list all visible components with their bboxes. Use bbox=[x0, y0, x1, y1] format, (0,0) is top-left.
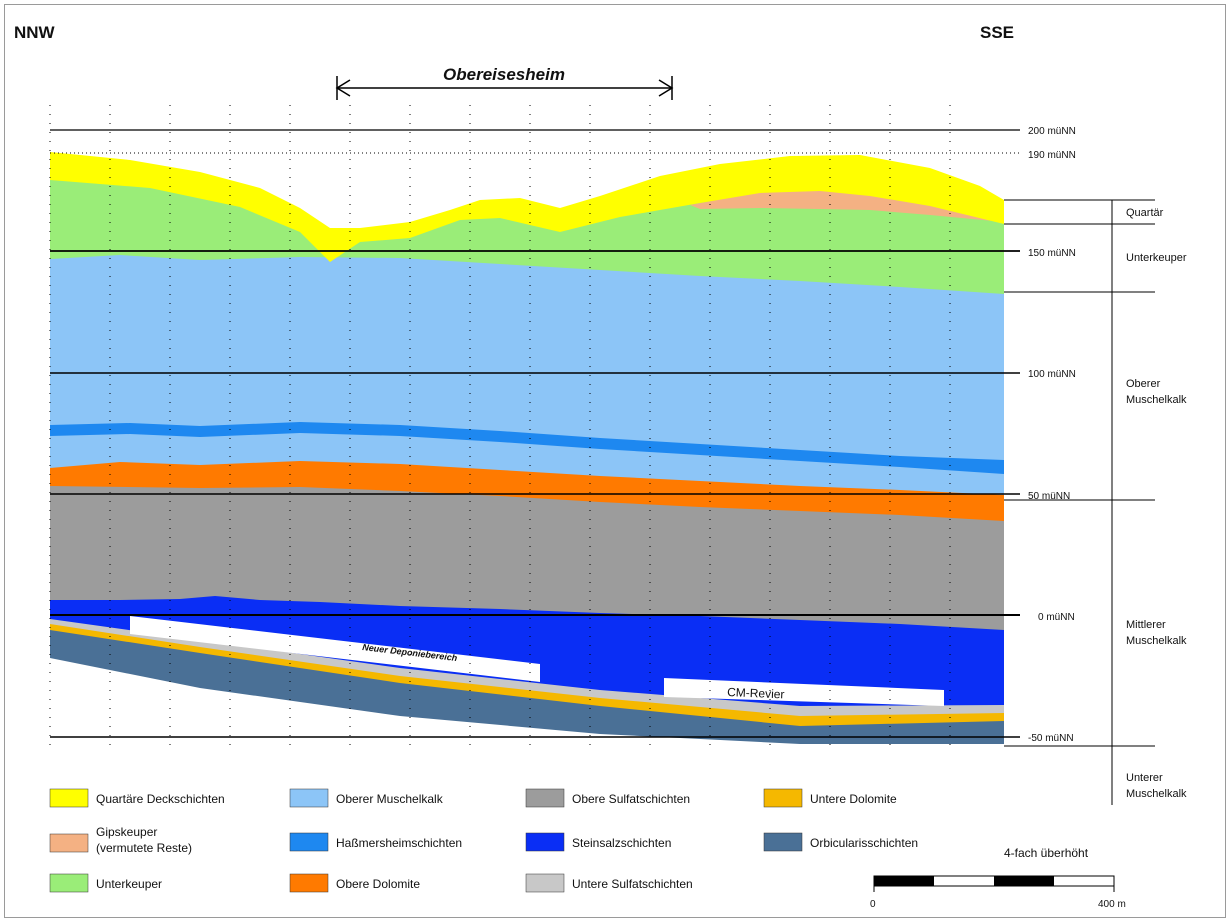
legend-label-quartaere-deckschichten: Quartäre Deckschichten bbox=[96, 792, 225, 806]
legend-label-unterkeuper: Unterkeuper bbox=[96, 877, 162, 891]
scale-end-label: 400 m bbox=[1098, 899, 1126, 910]
cm-revier-label: CM-Revier bbox=[727, 685, 785, 701]
deposit-areas bbox=[130, 616, 944, 706]
layer-obere-dolomite bbox=[50, 459, 1004, 521]
stratigraphy-column bbox=[1004, 199, 1155, 805]
legend-swatch-obere-sulfatschichten bbox=[525, 788, 565, 808]
stratigraphy-labels: Quartär Unterkeuper Oberer Muschelkalk M… bbox=[1126, 207, 1187, 800]
layer-obere-sulfatschichten bbox=[50, 484, 1004, 630]
layer-oberer-muschelkalk-upper bbox=[50, 253, 1004, 460]
scale-segment-3 bbox=[994, 876, 1054, 886]
legend-label-untere-dolomite: Untere Dolomite bbox=[810, 792, 897, 806]
elevation-label-minus-50: -50 müNN bbox=[1028, 733, 1074, 744]
strat-label-mittlerer-muschelkalk-2: Muschelkalk bbox=[1126, 635, 1187, 647]
elevation-label-150: 150 müNN bbox=[1028, 248, 1076, 259]
neuer-deponiebereich-area bbox=[130, 616, 540, 682]
elevation-lines bbox=[50, 129, 1020, 738]
scale-segment-1 bbox=[874, 876, 934, 886]
layer-oberer-muschelkalk-lower bbox=[50, 431, 1004, 495]
legend-swatch-unterkeuper bbox=[49, 873, 89, 893]
legend-label-hassmersheimschichten: Haßmersheimschichten bbox=[336, 836, 462, 850]
legend-swatch-obere-dolomite bbox=[289, 873, 329, 893]
legend-label-oberer-muschelkalk: Oberer Muschelkalk bbox=[336, 792, 444, 806]
strat-label-unterkeuper: Unterkeuper bbox=[1126, 252, 1187, 264]
location-extent-arrow bbox=[335, 76, 674, 100]
layer-gipskeuper bbox=[690, 190, 1004, 222]
figure-frame bbox=[4, 4, 1226, 918]
scale-start-label: 0 bbox=[870, 899, 876, 910]
elevation-label-200: 200 müNN bbox=[1028, 126, 1076, 137]
orientation-right: SSE bbox=[980, 23, 1014, 42]
layer-quartaere-deckschichten bbox=[50, 152, 1004, 262]
legend-swatch-untere-sulfatschichten bbox=[525, 873, 565, 893]
legend-swatch-orbicularisschichten bbox=[763, 832, 803, 852]
layer-hassmersheimschichten bbox=[50, 420, 1004, 474]
scale-exaggeration-label: 4-fach überhöht bbox=[1004, 846, 1089, 860]
elevation-labels: 200 müNN 190 müNN 150 müNN 100 müNN 50 m… bbox=[1028, 126, 1076, 744]
legend-swatch-untere-dolomite bbox=[763, 788, 803, 808]
legend-label-gipskeuper-1: Gipskeuper bbox=[96, 825, 157, 839]
legend-swatch-hassmersheimschichten bbox=[289, 832, 329, 852]
cm-revier-area bbox=[664, 678, 944, 706]
layers bbox=[50, 152, 1004, 744]
legend-label-steinsalzschichten: Steinsalzschichten bbox=[572, 836, 671, 850]
legend-label-obere-dolomite: Obere Dolomite bbox=[336, 877, 420, 891]
strat-label-unterer-muschelkalk-2: Muschelkalk bbox=[1126, 788, 1187, 800]
layer-untere-sulfatschichten bbox=[50, 617, 1004, 716]
legend-label-untere-sulfatschichten: Untere Sulfatschichten bbox=[572, 877, 693, 891]
layer-steinsalzschichten bbox=[50, 594, 1004, 706]
legend: Quartäre Deckschichten Gipskeuper (vermu… bbox=[49, 788, 918, 893]
legend-label-obere-sulfatschichten: Obere Sulfatschichten bbox=[572, 792, 690, 806]
strat-label-mittlerer-muschelkalk-1: Mittlerer bbox=[1126, 619, 1166, 631]
elevation-label-100: 100 müNN bbox=[1028, 369, 1076, 380]
strat-label-quartaer: Quartär bbox=[1126, 207, 1164, 219]
elevation-label-50: 50 müNN bbox=[1028, 491, 1070, 502]
elevation-label-0: 0 müNN bbox=[1038, 612, 1075, 623]
legend-swatch-steinsalzschichten bbox=[525, 832, 565, 852]
location-label: Obereisesheim bbox=[443, 65, 565, 84]
layer-untere-dolomite bbox=[50, 622, 1004, 726]
scale-bar: 4-fach überhöht 0 400 m bbox=[870, 846, 1126, 910]
strat-label-oberer-muschelkalk-2: Muschelkalk bbox=[1126, 394, 1187, 406]
orientation-left: NNW bbox=[14, 23, 56, 42]
elevation-label-190: 190 müNN bbox=[1028, 150, 1076, 161]
layer-orbicularisschichten bbox=[50, 626, 1004, 744]
strat-label-unterer-muschelkalk-1: Unterer bbox=[1126, 772, 1163, 784]
legend-label-gipskeuper-2: (vermutete Reste) bbox=[96, 841, 192, 855]
legend-swatch-quartaere-deckschichten bbox=[49, 788, 89, 808]
legend-label-orbicularisschichten: Orbicularisschichten bbox=[810, 836, 918, 850]
legend-swatch-gipskeuper bbox=[49, 833, 89, 853]
legend-swatch-oberer-muschelkalk bbox=[289, 788, 329, 808]
strat-label-oberer-muschelkalk-1: Oberer bbox=[1126, 378, 1161, 390]
